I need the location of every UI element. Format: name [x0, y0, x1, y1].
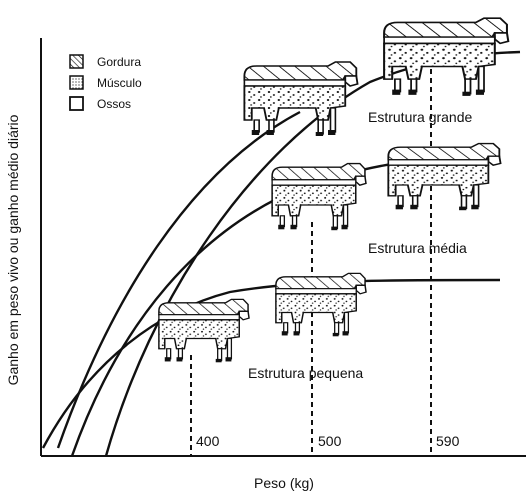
- curve-label-medium: Estrutura média: [368, 240, 467, 256]
- cow-large-590: [383, 17, 510, 97]
- legend-swatch-bone: [69, 96, 84, 111]
- legend-label-bone: Ossos: [97, 97, 131, 111]
- curve-label-large: Estrutura grande: [368, 109, 472, 125]
- cow-small-400: [158, 298, 250, 364]
- marker-label-400: 400: [196, 433, 220, 449]
- curve-small-frame: [41, 278, 501, 449]
- axes: [40, 38, 526, 457]
- cow-small-500: [275, 272, 367, 338]
- legend: Gordura Músculo Ossos: [69, 54, 142, 111]
- marker-label-590: 590: [436, 433, 460, 449]
- legend-swatch-fat: [69, 54, 84, 69]
- cow-medium-500: [271, 162, 367, 231]
- curve-steep-frame: [56, 110, 301, 449]
- cow-medium-590: [387, 142, 502, 212]
- x-axis-label: Peso (kg): [254, 475, 314, 491]
- legend-label-fat: Gordura: [97, 55, 141, 69]
- weight-markers: 400 500 590: [190, 60, 460, 456]
- marker-label-500: 500: [318, 433, 342, 449]
- legend-swatch-muscle: [69, 75, 84, 90]
- legend-label-muscle: Músculo: [97, 76, 142, 90]
- cow-icons: [158, 17, 510, 364]
- curve-label-small: Estrutura pequena: [248, 365, 363, 381]
- cow-large-left: [243, 61, 359, 137]
- y-axis-label: Ganho em peso vivo ou ganho médio diário: [5, 114, 21, 385]
